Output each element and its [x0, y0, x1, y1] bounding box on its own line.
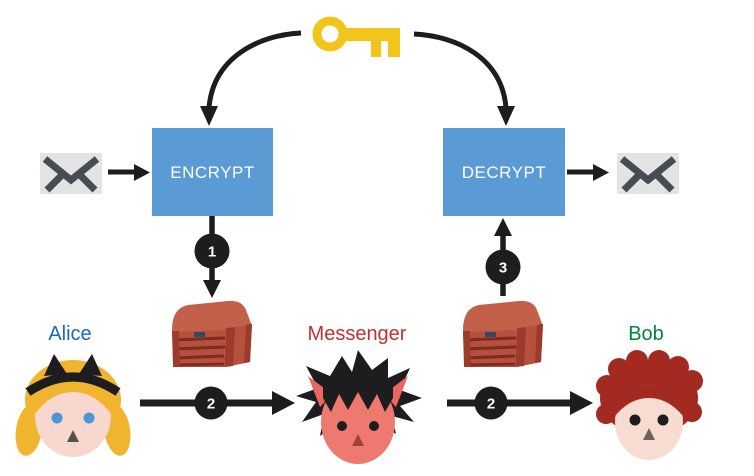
- locked-chest-icon: [463, 300, 543, 367]
- decrypt-box: DECRYPT: [443, 128, 565, 216]
- key-icon: [312, 16, 400, 57]
- messenger-to-bob-arrow: [447, 391, 593, 415]
- bow-left: [44, 354, 67, 376]
- bob-avatar: [596, 350, 703, 460]
- chest-lock: [194, 332, 205, 337]
- messenger-label: Messenger: [308, 323, 407, 345]
- alice-avatar: [15, 354, 131, 457]
- decrypt-to-envelope-arrow: [567, 164, 609, 181]
- envelope-icon: [617, 153, 679, 194]
- step-2-number-left: 2: [207, 396, 215, 413]
- alice-label: Alice: [48, 323, 91, 345]
- envelope-to-encrypt-arrow: [108, 164, 150, 181]
- step-2-badge-right: 2: [474, 386, 508, 420]
- step-3-badge: 3: [485, 249, 521, 285]
- step-2-badge-left: 2: [194, 386, 228, 420]
- key-to-encrypt-arrow: [200, 30, 302, 126]
- encrypt-label: ENCRYPT: [170, 163, 254, 182]
- encrypt-box: ENCRYPT: [152, 128, 273, 216]
- messenger-avatar: [296, 350, 422, 464]
- headband: [25, 372, 121, 396]
- jagged-bangs: [323, 380, 393, 412]
- bow-right: [79, 354, 102, 376]
- locked-chest-icon: [172, 300, 252, 367]
- step-1-number: 1: [208, 244, 216, 261]
- decrypt-label: DECRYPT: [462, 163, 546, 182]
- step-1-badge: 1: [194, 233, 230, 269]
- step-2-number-right: 2: [487, 396, 495, 413]
- step-3-number: 3: [499, 260, 507, 277]
- envelope-icon: [40, 153, 102, 194]
- chest-lock: [485, 332, 496, 337]
- key-to-decrypt-arrow: [413, 31, 515, 126]
- bob-label: Bob: [628, 323, 664, 345]
